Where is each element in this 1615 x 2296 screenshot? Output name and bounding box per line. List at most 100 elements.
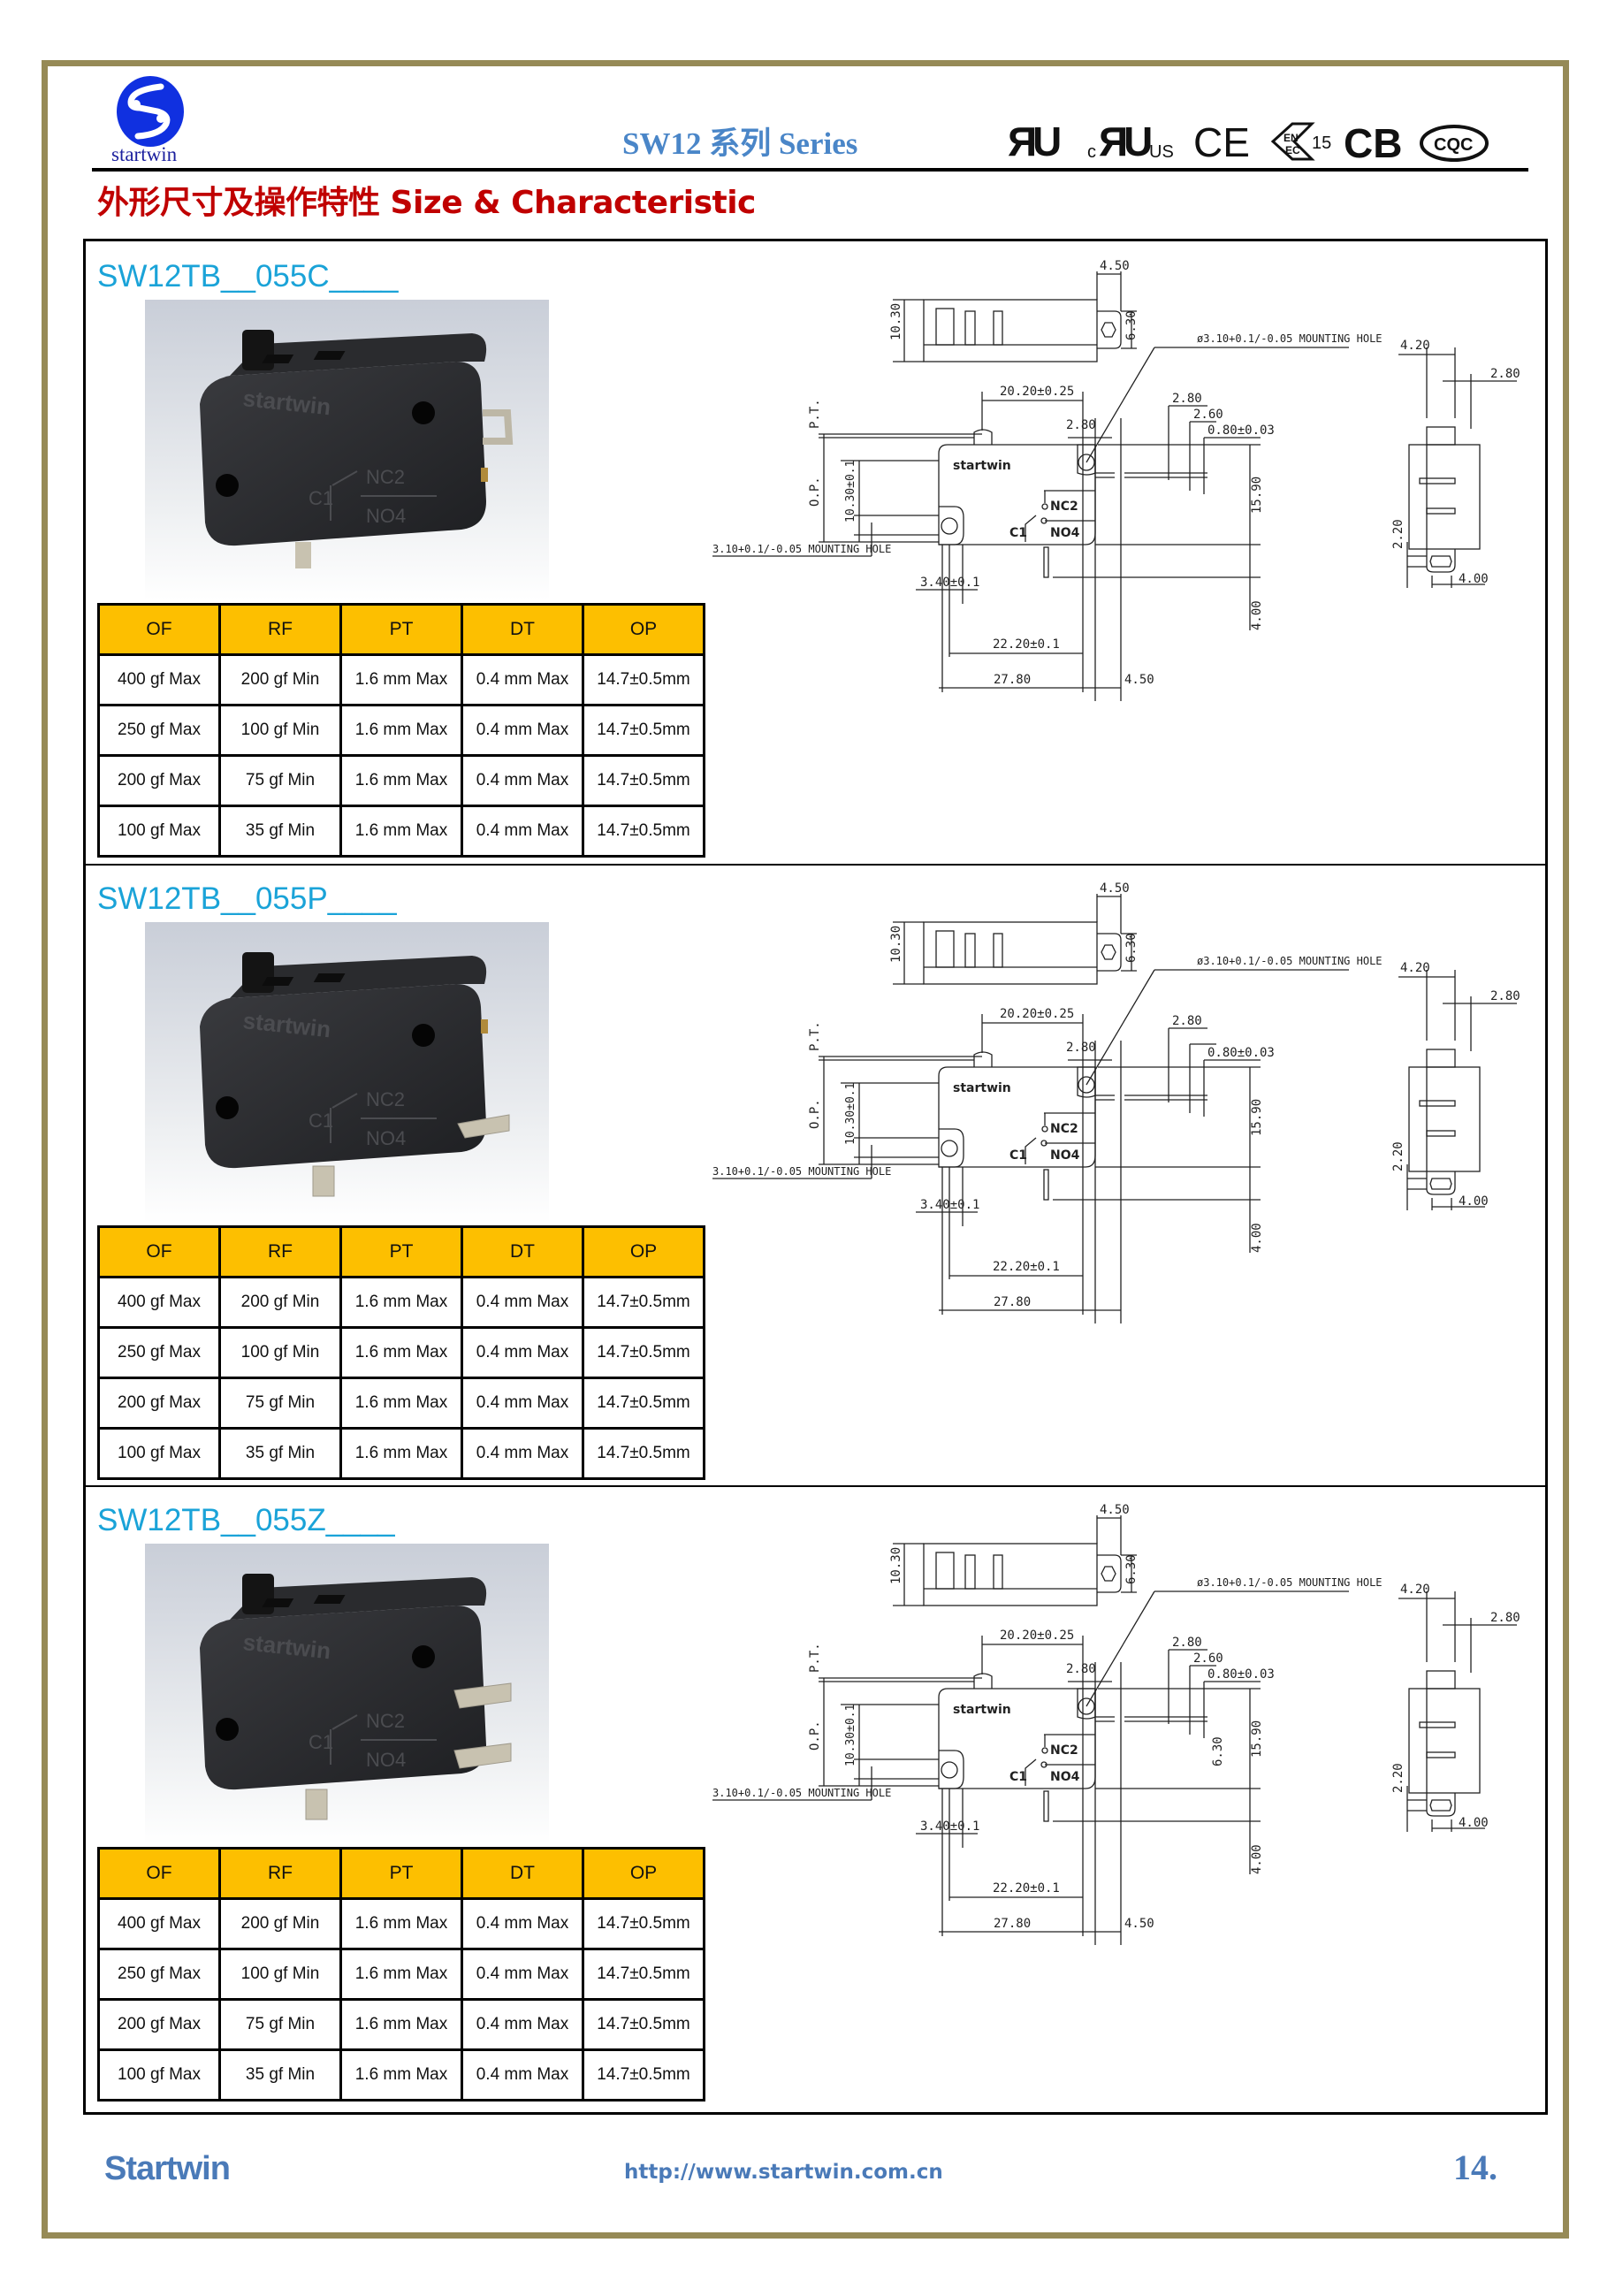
ce-mark-icon: CE (1193, 119, 1250, 165)
dimension-side-220: 2.20 (1391, 1141, 1406, 1171)
section-divider (83, 864, 1548, 866)
table-cell-dt: 0.4 mm Max (461, 1326, 584, 1379)
table-cell-pt: 1.6 mm Max (339, 1326, 463, 1379)
footer-website-link[interactable]: http://www.startwin.com.cn (624, 2161, 943, 2184)
dimension-no: NO4 (1050, 1770, 1080, 1784)
table-cell-of: 250 gf Max (97, 704, 221, 757)
dimension-d2220: 22.20±0.1 (993, 1881, 1060, 1896)
table-cell-of: 100 gf Max (97, 2048, 221, 2101)
table-cell-op: 14.7±0.5mm (582, 704, 705, 757)
svg-text:15: 15 (1312, 133, 1331, 153)
content-box (83, 239, 1548, 2115)
dimension-op: O.P. (808, 477, 822, 507)
svg-text:U: U (1032, 118, 1062, 164)
dimension-d340: 3.40±0.1 (920, 1198, 979, 1212)
terminal-group (312, 1019, 510, 1197)
svg-text:EC: EC (1285, 144, 1300, 156)
table-cell-rf: 200 gf Min (218, 1897, 342, 1950)
table-cell-op: 14.7±0.5mm (582, 2048, 705, 2101)
column-header-dt: DT (461, 1225, 584, 1278)
photo-c-mark: C1 (309, 487, 333, 509)
table-cell-op: 14.7±0.5mm (582, 1427, 705, 1480)
dimension-d400: 4.00 (1250, 600, 1264, 630)
column-header-pt: PT (339, 1847, 463, 1900)
dimension-side-400: 4.00 (1459, 1816, 1489, 1830)
technical-drawing: 4.50 10.30 6.30 20.20±0.25 ø3.10+0.1/-0.… (712, 881, 1520, 1323)
switch-body (200, 1606, 486, 1790)
table-cell-dt: 0.4 mm Max (461, 1948, 584, 2001)
dimension-d080: 0.80±0.03 (1207, 1046, 1275, 1060)
dimension-op: O.P. (808, 1720, 822, 1751)
dimension-d280a: 2.80 (1066, 1662, 1096, 1676)
product-photo: startwin NC2 NO4 C1 (145, 1544, 549, 1844)
technical-drawing: 4.50 10.30 6.30 20.20±0.25 ø3.10+0.1/-0.… (712, 259, 1520, 701)
table-cell-of: 250 gf Max (97, 1326, 221, 1379)
table-cell-pt: 1.6 mm Max (339, 1276, 463, 1329)
plunger (242, 1574, 274, 1614)
table-cell-of: 400 gf Max (97, 1897, 221, 1950)
table-cell-op: 14.7±0.5mm (582, 1276, 705, 1329)
svg-text:CQC: CQC (1434, 135, 1473, 155)
table-cell-op: 14.7±0.5mm (582, 1897, 705, 1950)
table-cell-dt: 0.4 mm Max (461, 704, 584, 757)
table-cell-rf: 35 gf Min (218, 2048, 342, 2101)
dimension-d400: 4.00 (1250, 1844, 1264, 1874)
table-cell-op: 14.7±0.5mm (582, 1326, 705, 1379)
table-cell-of: 200 gf Max (97, 1377, 221, 1430)
dimension-hole-left-label: 3.10+0.1/-0.05 MOUNTING HOLE (712, 1787, 891, 1799)
dimension-d2780: 27.80 (994, 1295, 1031, 1309)
table-cell-dt: 0.4 mm Max (461, 805, 584, 858)
model-number: SW12TB__055Z____ (97, 1503, 395, 1537)
table-cell-rf: 35 gf Min (218, 805, 342, 858)
dimension-pt: P.T. (808, 1643, 822, 1673)
table-cell-op: 14.7±0.5mm (582, 1377, 705, 1430)
table-cell-pt: 1.6 mm Max (339, 1897, 463, 1950)
plunger (242, 952, 274, 993)
plunger (242, 330, 274, 370)
dimension-nc: NC2 (1050, 500, 1078, 514)
svg-text:c: c (1087, 142, 1096, 162)
dimension-d080: 0.80±0.03 (1207, 423, 1275, 438)
table-cell-dt: 0.4 mm Max (461, 2048, 584, 2101)
dimension-d340: 3.40±0.1 (920, 576, 979, 590)
dimension-d280a: 2.80 (1066, 1041, 1096, 1055)
column-header-rf: RF (218, 1225, 342, 1278)
dimension-hole-height: 10.30±0.1 (844, 461, 857, 523)
table-cell-rf: 75 gf Min (218, 1998, 342, 2051)
dimension-d260: 2.60 (1193, 1651, 1223, 1666)
table-cell-pt: 1.6 mm Max (339, 2048, 463, 2101)
dimension-d280a: 2.80 (1066, 418, 1096, 432)
photo-no-mark: NO4 (366, 1127, 406, 1149)
table-cell-pt: 1.6 mm Max (339, 1948, 463, 2001)
dimension-d280b: 2.80 (1172, 1636, 1202, 1650)
table-cell-op: 14.7±0.5mm (582, 1998, 705, 2051)
column-header-op: OP (582, 603, 705, 656)
dimension-hole-height: 10.30±0.1 (844, 1705, 857, 1766)
dimension-hole-label: ø3.10+0.1/-0.05 MOUNTING HOLE (1197, 1576, 1383, 1589)
column-header-rf: RF (218, 603, 342, 656)
dimension-top-tab: 6.30 (1124, 933, 1139, 963)
dimension-side-280: 2.80 (1490, 367, 1520, 381)
table-cell-op: 14.7±0.5mm (582, 653, 705, 706)
column-header-dt: DT (461, 603, 584, 656)
dimension-d1590: 15.90 (1250, 477, 1264, 514)
svg-text:CB: CB (1344, 120, 1402, 166)
dimension-top-height: 10.30 (889, 1547, 903, 1584)
dimension-no: NO4 (1050, 1148, 1080, 1163)
dimension-top-width: 4.50 (1100, 881, 1130, 896)
column-header-op: OP (582, 1225, 705, 1278)
table-cell-rf: 100 gf Min (218, 1948, 342, 2001)
dimension-lever-pos: 20.20±0.25 (1000, 1629, 1074, 1643)
dimension-hole-left-label: 3.10+0.1/-0.05 MOUNTING HOLE (712, 543, 891, 555)
column-header-rf: RF (218, 1847, 342, 1900)
cb-mark-icon: CB (1344, 120, 1402, 166)
dimension-side-420: 4.20 (1400, 961, 1430, 975)
logo-wordmark: startwin (111, 143, 178, 165)
